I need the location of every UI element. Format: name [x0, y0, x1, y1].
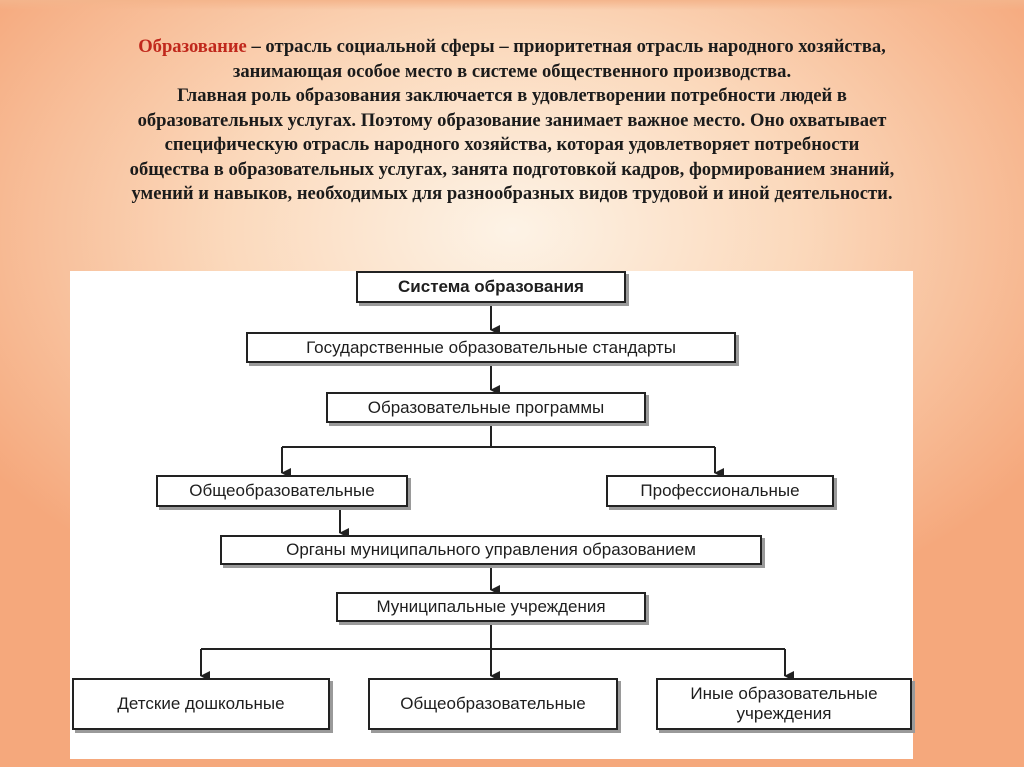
- diagram-panel: Система образования Государственные обра…: [70, 271, 913, 759]
- intro-line-2: занимающая особое место в системе общест…: [232, 60, 792, 82]
- intro-line-7: умений и навыков, необходимых для разноо…: [131, 183, 893, 204]
- node-professional: Профессиональные: [606, 475, 834, 507]
- node-general-schools: Общеобразовательные: [368, 678, 618, 730]
- intro-line-1-rest: – отрасль социальной сферы – приоритетна…: [246, 36, 886, 57]
- intro-line-5: специфическую отрасль народного хозяйств…: [164, 134, 860, 155]
- node-general: Общеобразовательные: [156, 475, 408, 507]
- intro-paragraph: Образование – отрасль социальной сферы –…: [30, 35, 994, 207]
- node-preschool: Детские дошкольные: [72, 678, 330, 730]
- node-other-line-2: учреждения: [736, 704, 832, 723]
- node-municipal-institutions: Муниципальные учреждения: [336, 592, 646, 622]
- diagram-connectors: [200, 301, 794, 681]
- node-standards: Государственные образовательные стандарт…: [246, 332, 736, 363]
- intro-line-1: Образование – отрасль социальной сферы –…: [30, 35, 994, 60]
- node-other-institutions: Иные образовательные учреждения: [656, 678, 912, 730]
- node-system: Система образования: [356, 271, 626, 303]
- node-other-line-1: Иные образовательные: [690, 684, 878, 703]
- node-programs: Образовательные программы: [326, 392, 646, 423]
- node-municipal-authorities: Органы муниципального управления образов…: [220, 535, 762, 565]
- intro-line-3: Главная роль образования заключается в у…: [177, 85, 847, 106]
- top-decorative-band: [0, 0, 1024, 10]
- intro-term: Образование: [138, 36, 247, 57]
- intro-line-6: общества в образовательных услугах, заня…: [129, 158, 895, 180]
- intro-line-4: образовательных услугах. Поэтому образов…: [137, 109, 887, 131]
